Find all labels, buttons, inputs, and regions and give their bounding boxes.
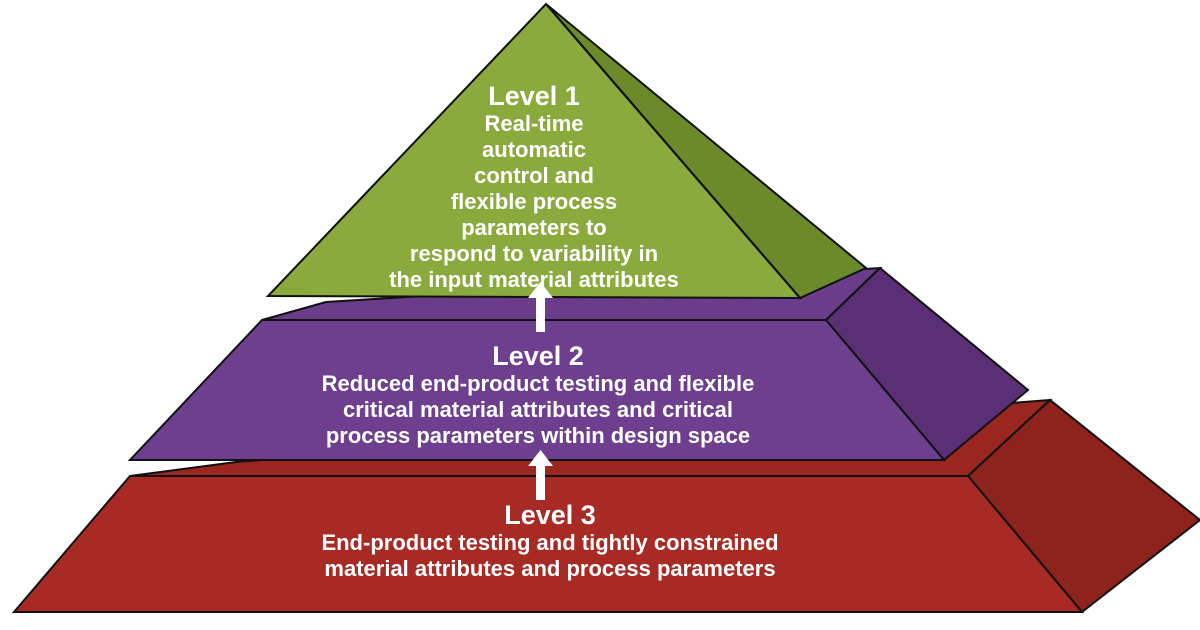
level-1-line: parameters to bbox=[461, 215, 607, 240]
arrow-shaft bbox=[536, 296, 545, 332]
level-1-line: the input material attributes bbox=[389, 267, 679, 292]
arrow-head-icon bbox=[528, 450, 553, 466]
level-1-edge bbox=[545, 3, 801, 299]
level-1-line: automatic bbox=[482, 137, 586, 162]
level-1-tier bbox=[265, 2, 868, 300]
level-3-title: Level 3 bbox=[504, 500, 596, 530]
level-2-title: Level 2 bbox=[492, 341, 584, 371]
level-1-line: flexible process bbox=[451, 189, 617, 214]
arrow-shaft bbox=[536, 464, 545, 500]
level-2-front-face bbox=[127, 319, 947, 461]
level-3-line: End-product testing and tightly constrai… bbox=[321, 530, 778, 555]
level-1-line: respond to variability in bbox=[410, 241, 658, 266]
level-2-line: critical material attributes and critica… bbox=[343, 397, 733, 422]
level-2-line: process parameters within design space bbox=[326, 423, 750, 448]
level-1-text: Level 1 Real-time automatic control and … bbox=[389, 81, 679, 292]
arrow-level-2-to-1 bbox=[528, 282, 553, 332]
level-3-line: material attributes and process paramete… bbox=[324, 556, 775, 581]
level-1-line: control and bbox=[474, 163, 594, 188]
level-3-front-face bbox=[11, 475, 1085, 613]
level-2-tier bbox=[127, 266, 1030, 462]
arrow-head-icon bbox=[528, 282, 553, 298]
level-2-line: Reduced end-product testing and flexible bbox=[322, 371, 755, 396]
arrow-level-3-to-2 bbox=[528, 450, 553, 500]
level-1-title: Level 1 bbox=[488, 81, 580, 111]
level-2-text: Level 2 Reduced end-product testing and … bbox=[322, 341, 755, 448]
level-1-line: Real-time bbox=[484, 111, 583, 136]
level-3-text: Level 3 End-product testing and tightly … bbox=[321, 500, 778, 581]
